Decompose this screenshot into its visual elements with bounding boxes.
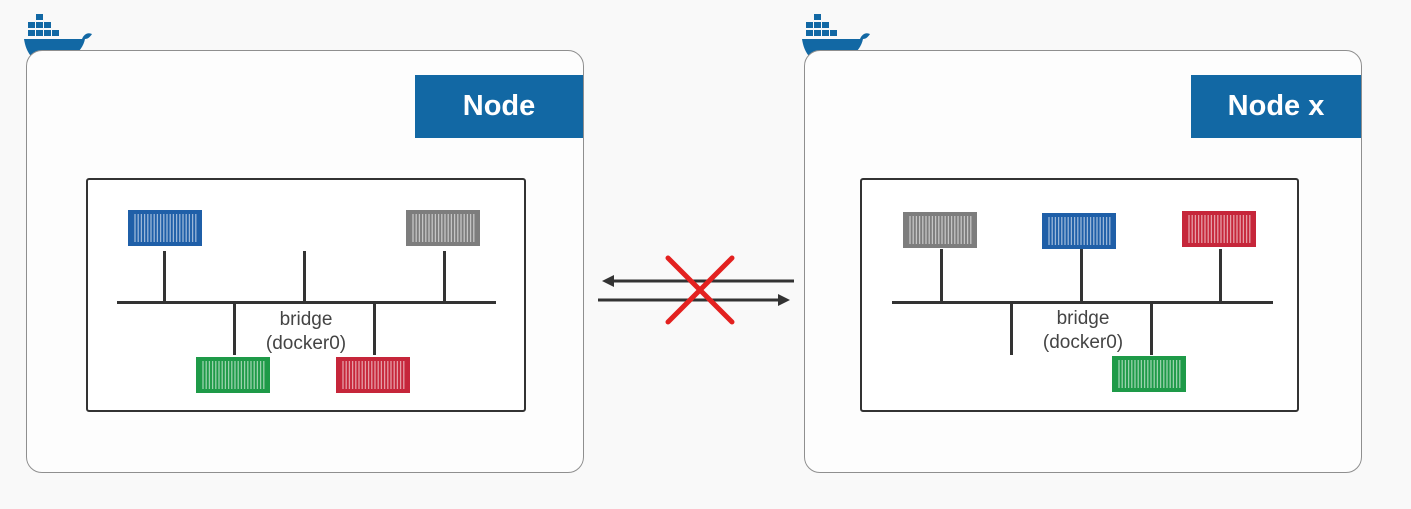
container-green: [196, 357, 270, 393]
container-gray: [406, 210, 480, 246]
bridge-label-right: bridge (docker0): [1013, 307, 1153, 355]
bridge-line: [117, 301, 496, 304]
container-gray: [903, 212, 977, 248]
container-green: [1112, 356, 1186, 392]
container-blue: [128, 210, 202, 246]
node-title-left: Node: [415, 75, 583, 138]
bridge-stem: [303, 251, 306, 303]
bridge-stem: [1219, 249, 1222, 303]
bridge-stem: [443, 251, 446, 303]
blocked-communication-arrows: [598, 255, 794, 325]
network-box-left: bridge (docker0): [86, 178, 526, 412]
container-blue: [1042, 213, 1116, 249]
bridge-interface: (docker0): [1042, 332, 1124, 353]
bridge-stem: [940, 249, 943, 303]
bridge-label-left: bridge (docker0): [236, 308, 376, 356]
node-panel-right: Node x bridge (docker0): [804, 50, 1362, 473]
bridge-interface: (docker0): [265, 333, 347, 354]
bridge-name: bridge: [1056, 308, 1110, 329]
bridge-stem: [1150, 301, 1153, 355]
container-red: [1182, 211, 1256, 247]
bridge-stem: [1010, 301, 1013, 355]
bridge-stem: [233, 301, 236, 355]
node-title-right: Node x: [1191, 75, 1361, 138]
red-x-cross-icon: [665, 255, 735, 325]
bridge-stem: [373, 301, 376, 355]
node-panel-left: Node bridge (docker0): [26, 50, 584, 473]
network-box-right: bridge (docker0): [860, 178, 1299, 412]
bridge-stem: [1080, 249, 1083, 303]
bridge-name: bridge: [279, 309, 333, 330]
bridge-stem: [163, 251, 166, 303]
container-red: [336, 357, 410, 393]
